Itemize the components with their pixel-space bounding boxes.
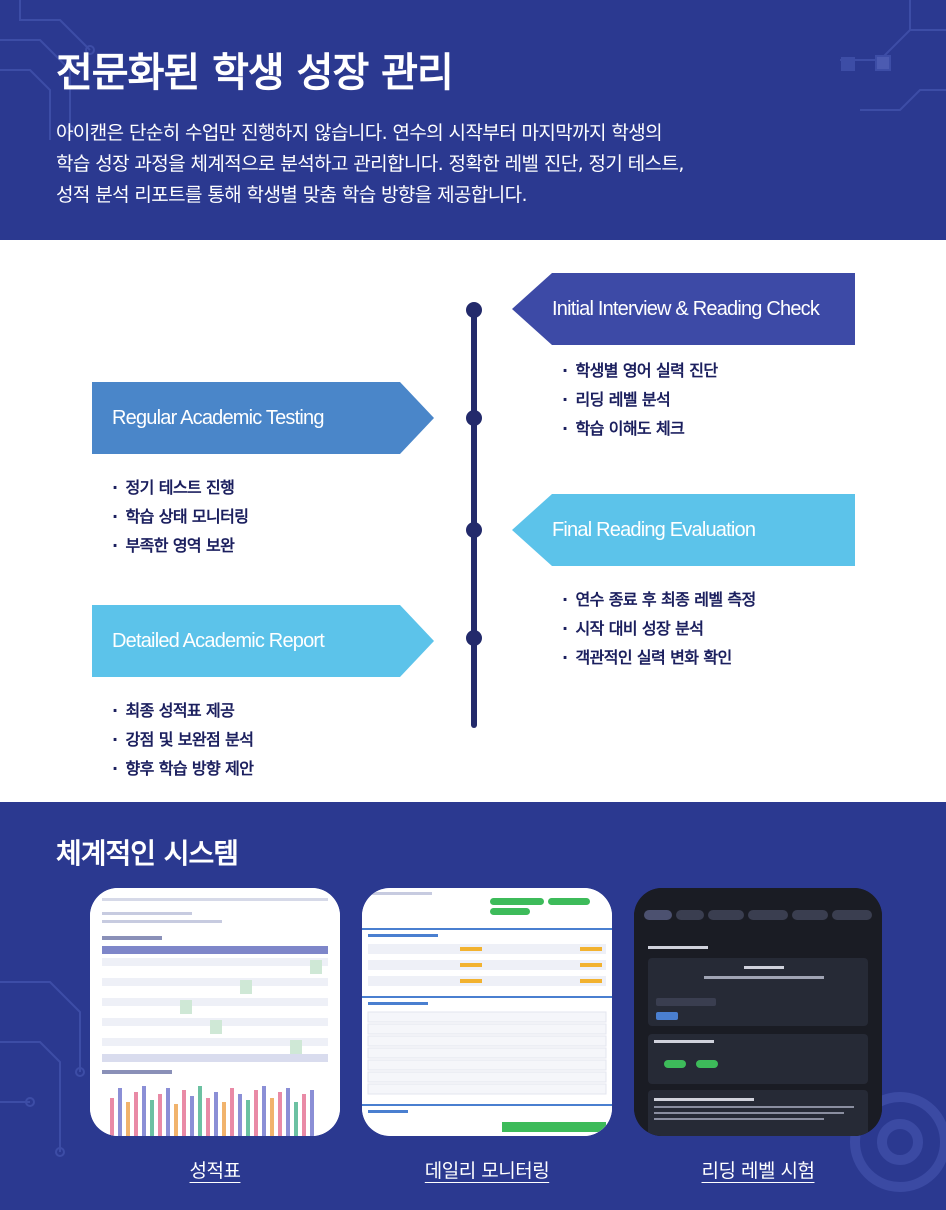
step-list-initial-interview: 학생별 영어 실력 진단 리딩 레벨 분석 학습 이해도 체크 [562,356,718,443]
step-banner-final-evaluation: Final Reading Evaluation [512,494,855,566]
card-label-daily-monitoring[interactable]: 데일리 모니터링 [424,1160,550,1182]
step-banner-regular-testing: Regular Academic Testing [92,382,434,454]
step-list-detailed-report: 최종 성적표 제공 강점 및 보완점 분석 향후 학습 방향 제안 [112,696,253,783]
list-item: 부족한 영역 보완 [112,531,248,560]
list-item: 최종 성적표 제공 [112,696,253,725]
gear-icon [850,1092,946,1192]
step-title: Final Reading Evaluation [552,518,756,541]
daily-monitoring-thumbnail[interactable] [362,888,612,1136]
intro-line: 학습 성장 과정을 체계적으로 분석하고 관리합니다. 정확한 레벨 진단, 정… [56,153,684,175]
timeline-dot [466,630,482,646]
list-item: 정기 테스트 진행 [112,473,248,502]
step-banner-initial-interview: Initial Interview & Reading Check [512,273,855,345]
header-section: 전문화된 학생 성장 관리 아이캔은 단순히 수업만 진행하지 않습니다. 연수… [0,0,946,240]
reading-test-thumbnail[interactable] [634,888,882,1136]
intro-line: 아이캔은 단순히 수업만 진행하지 않습니다. 연수의 시작부터 마지막까지 학… [56,122,663,144]
timeline-dot [466,410,482,426]
list-item: 리딩 레벨 분석 [562,385,717,414]
step-banner-detailed-report: Detailed Academic Report [92,605,434,677]
list-item: 학습 상태 모니터링 [112,502,249,531]
timeline-section: Initial Interview & Reading Check 학생별 영어… [0,240,946,802]
page-title: 전문화된 학생 성장 관리 [56,50,454,96]
timeline-line [471,308,477,728]
step-title: Detailed Academic Report [112,629,325,652]
step-list-regular-testing: 정기 테스트 진행 학습 상태 모니터링 부족한 영역 보완 [112,473,249,560]
timeline-dot [466,302,482,318]
step-title: Regular Academic Testing [112,406,324,429]
reading-test-screenshot [634,888,882,1136]
timeline-dot [466,522,482,538]
report-card-screenshot [90,888,340,1136]
step-list-final-evaluation: 연수 종료 후 최종 레벨 측정 시작 대비 성장 분석 객관적인 실력 변화 … [562,585,756,672]
circuit-decoration-right [840,0,946,111]
step-title: Initial Interview & Reading Check [552,297,820,320]
list-item: 강점 및 보완점 분석 [112,725,253,754]
system-section: 체계적인 시스템 [0,802,946,1210]
list-item: 향후 학습 방향 제안 [112,754,253,783]
circuit-decoration-bottom-left [0,981,85,1157]
system-title: 체계적인 시스템 [56,837,239,870]
daily-monitoring-screenshot [362,888,612,1136]
list-item: 학습 이해도 체크 [562,414,717,443]
intro-paragraph: 아이캔은 단순히 수업만 진행하지 않습니다. 연수의 시작부터 마지막까지 학… [56,118,896,211]
list-item: 시작 대비 성장 분석 [562,614,756,643]
report-card-thumbnail[interactable] [90,888,340,1136]
list-item: 학생별 영어 실력 진단 [562,356,718,385]
card-label-reading-test[interactable]: 리딩 레벨 시험 [701,1160,815,1182]
list-item: 객관적인 실력 변화 확인 [562,643,756,672]
list-item: 연수 종료 후 최종 레벨 측정 [562,585,756,614]
intro-line: 성적 분석 리포트를 통해 학생별 맞춤 학습 방향을 제공합니다. [56,184,528,206]
circuit-decoration-left [0,0,95,140]
card-label-report[interactable]: 성적표 [189,1160,241,1182]
